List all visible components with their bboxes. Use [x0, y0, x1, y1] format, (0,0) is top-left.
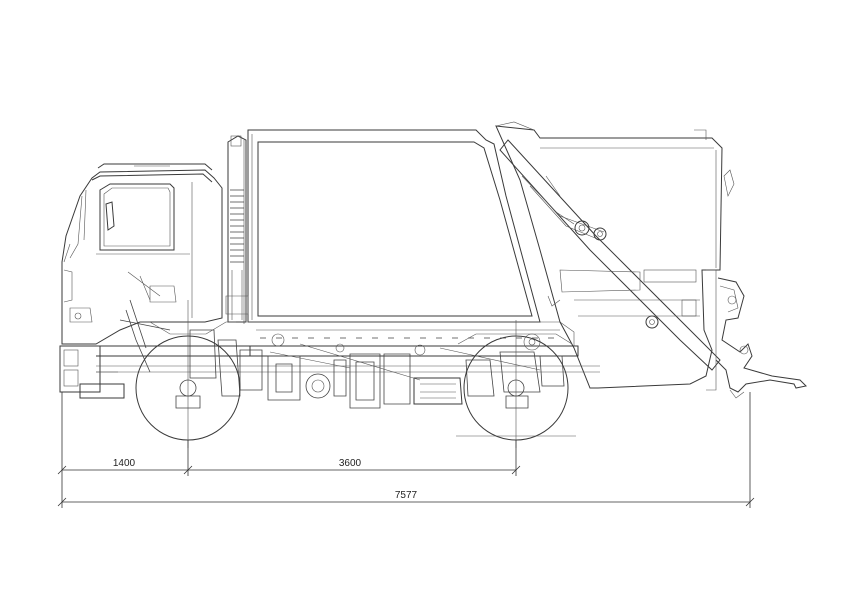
- chassis-frame: [96, 337, 600, 373]
- truck-cab: [61, 163, 223, 345]
- underbody-components: [119, 299, 565, 409]
- cab-window: [99, 183, 175, 251]
- dimension-lines: [57, 392, 755, 508]
- rear-wheel: [456, 320, 576, 448]
- side-mirror: [105, 201, 115, 231]
- dimension-overall-length: 7577: [395, 490, 418, 501]
- tailgate-arm: [499, 139, 721, 371]
- tailgate: [495, 121, 723, 389]
- dimension-wheelbase: 3600: [339, 458, 362, 469]
- dimension-front-overhang: 1400: [113, 458, 136, 469]
- compactor-body: [243, 129, 575, 347]
- bin-lifter: [706, 169, 808, 399]
- hydraulic-column: [225, 135, 249, 323]
